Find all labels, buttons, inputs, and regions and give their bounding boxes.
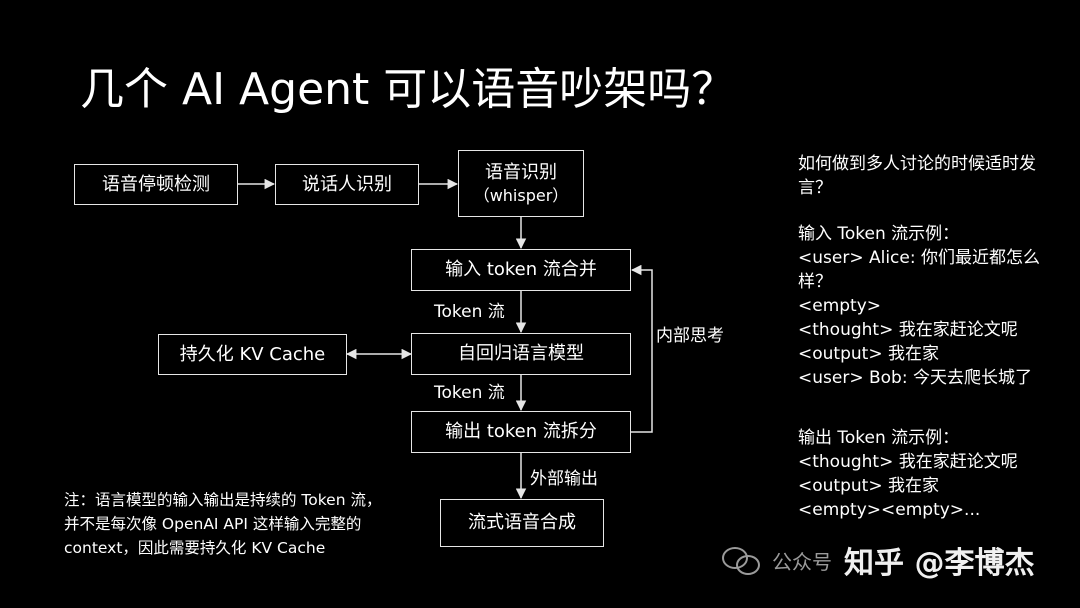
input-example-line: <thought> 我在家赶论文呢 [798,320,1018,340]
box-input-merge: 输入 token 流合并 [411,249,631,291]
watermark-big-text: 知乎 @李博杰 [844,546,1035,581]
side-panel: 如何做到多人讨论的时候适时发言？ 输入 Token 流示例： <user> Al… [798,152,1068,522]
input-example-heading: 输入 Token 流示例： [798,224,960,244]
output-example-line: <empty><empty>... [798,500,981,520]
box-asr-label: 语音识别 [485,161,557,183]
label-token-flow-2: Token 流 [434,383,505,403]
label-token-flow-1: Token 流 [434,302,505,322]
box-llm-label: 自回归语言模型 [458,343,584,364]
input-example-line: <user> Alice: 你们最近都怎么样？ [798,248,1040,292]
output-example-line: <thought> 我在家赶论文呢 [798,452,1018,472]
input-example-line: <empty> [798,296,882,316]
box-asr-sub: （whisper） [473,185,569,205]
footnote: 注：语言模型的输入输出是持续的 Token 流，并不是每次像 OpenAI AP… [64,491,382,557]
wechat-icon [722,545,764,575]
box-kv-cache-label: 持久化 KV Cache [179,343,326,365]
input-example-line: <output> 我在家 [798,344,939,364]
watermark-small-text: 公众号 [772,549,832,574]
box-asr: 语音识别 （whisper） [458,150,584,217]
box-speaker-id-label: 说话人识别 [302,173,392,195]
label-internal-thought: 内部思考 [656,326,724,346]
slide-title: 几个 AI Agent 可以语音吵架吗？ [80,64,736,115]
box-pause-detection: 语音停顿检测 [74,164,238,205]
box-kv-cache: 持久化 KV Cache [158,334,347,375]
arrow-feedback-loop [630,264,653,433]
box-llm: 自回归语言模型 [411,333,631,375]
box-tts-label: 流式语音合成 [468,512,576,533]
input-example-line: <user> Bob: 今天去爬长城了 [798,368,1032,388]
box-input-merge-label: 输入 token 流合并 [445,259,597,280]
output-example-heading: 输出 Token 流示例： [798,428,960,448]
output-example-line: <output> 我在家 [798,476,939,496]
watermark: 公众号 知乎 @李博杰 [722,540,1035,581]
label-external-output: 外部输出 [530,469,598,489]
box-tts: 流式语音合成 [440,499,604,547]
side-question: 如何做到多人讨论的时候适时发言？ [798,154,1036,198]
box-output-split: 输出 token 流拆分 [411,411,631,453]
box-speaker-id: 说话人识别 [275,164,419,205]
box-pause-detection-label: 语音停顿检测 [102,173,210,195]
box-output-split-label: 输出 token 流拆分 [445,421,597,442]
